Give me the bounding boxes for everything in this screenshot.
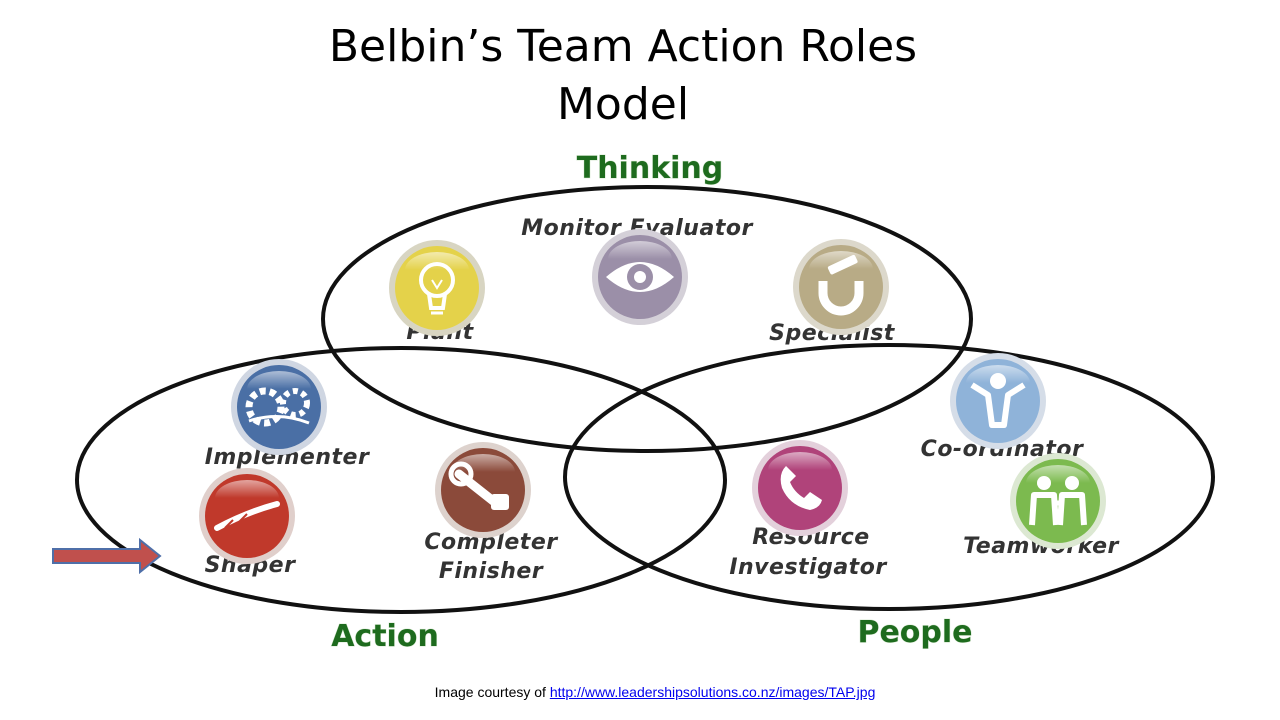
- slide-title-line-2: Model: [556, 79, 690, 130]
- slide-title: Belbin’s Team Action Roles Model: [0, 18, 1246, 134]
- image-credit-prefix: Image courtesy of: [434, 684, 550, 700]
- wrench-icon: [435, 442, 531, 538]
- role-label-investigator: Investigator: [729, 555, 887, 580]
- gears-icon: [231, 359, 327, 455]
- lightbulb-icon: [389, 240, 485, 336]
- image-source-link[interactable]: http://www.leadershipsolutions.co.nz/ima…: [549, 684, 876, 700]
- image-credit: Image courtesy of http://www.leaderships…: [0, 684, 1280, 700]
- thinking-circle: [321, 185, 973, 453]
- pointer-arrow: [52, 537, 162, 575]
- group-label-action: Action: [331, 619, 439, 654]
- people-icon: [1010, 453, 1106, 549]
- person-icon: [950, 353, 1046, 449]
- people-circle: [563, 343, 1215, 611]
- tool-icon: [199, 468, 295, 564]
- role-label-finisher: Finisher: [439, 559, 544, 584]
- group-label-thinking: Thinking: [577, 151, 724, 186]
- group-label-people: People: [857, 615, 972, 650]
- telephone-icon: [752, 440, 848, 536]
- action-circle: [75, 346, 727, 614]
- eye-icon: [592, 229, 688, 325]
- slide-title-line-1: Belbin’s Team Action Roles: [328, 21, 918, 72]
- magnet-icon: [793, 239, 889, 335]
